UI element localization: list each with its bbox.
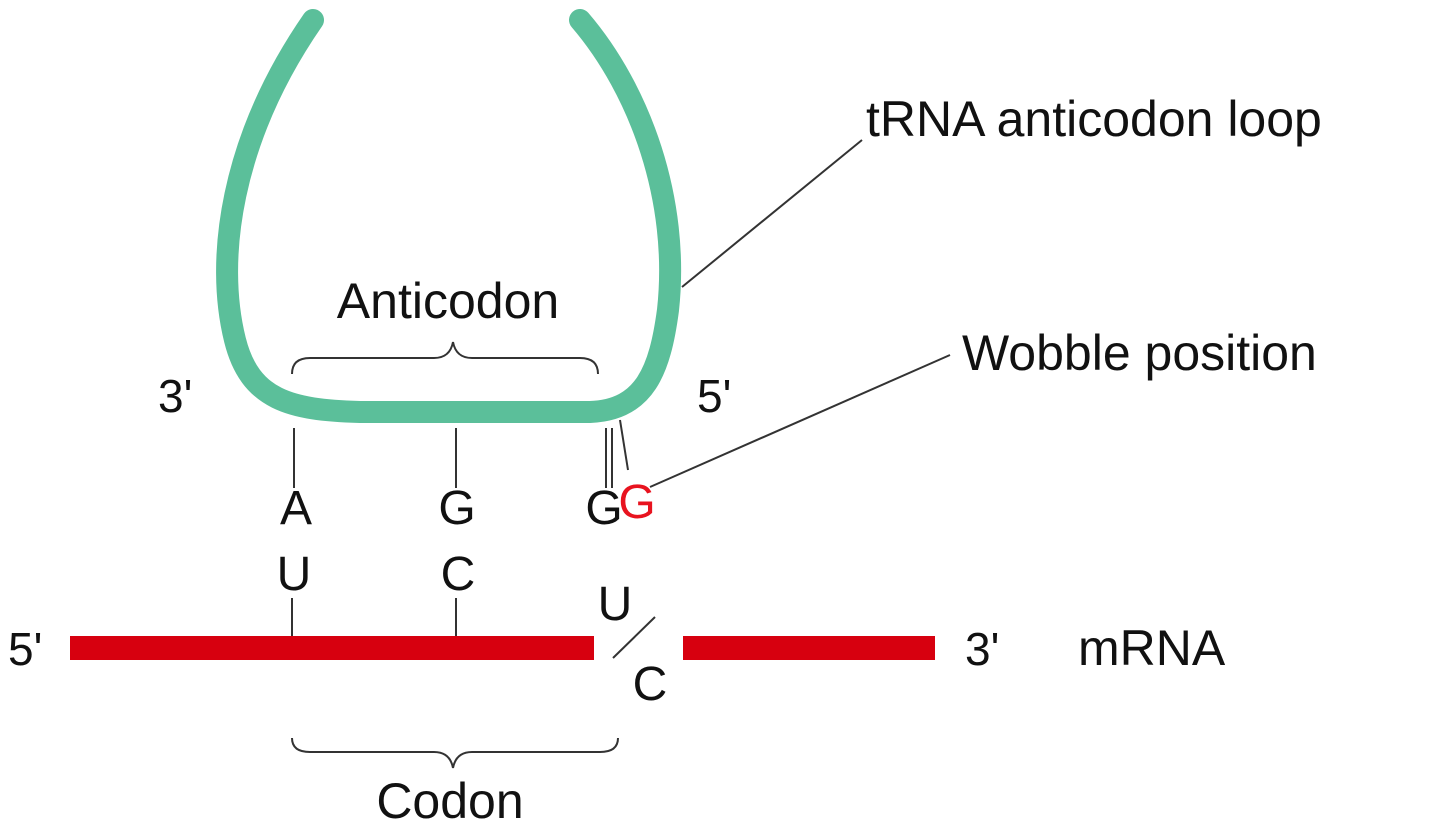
- mrna-strand-right: [683, 636, 935, 660]
- mrna-strand-left: [70, 636, 594, 660]
- codon-base-2: C: [441, 548, 476, 601]
- trna-loop-strand: [216, 9, 682, 423]
- wobble-base: G: [618, 476, 655, 529]
- mrna-kink-line: [612, 616, 656, 659]
- trna-anticodon-loop-label: tRNA anticodon loop: [866, 91, 1322, 147]
- wobble-leader-line: [649, 354, 951, 488]
- anticodon-label: Anticodon: [337, 273, 559, 329]
- codon-base-3-mismatch: C: [633, 658, 668, 711]
- trna-leader-line: [681, 139, 863, 288]
- wobble-position-label: Wobble position: [962, 325, 1317, 381]
- wobble-pair-line: [619, 419, 629, 471]
- trna-5-prime-label: 5': [697, 370, 731, 422]
- mrna-5-prime-label: 5': [8, 623, 42, 675]
- mrna-3-prime-label: 3': [965, 623, 999, 675]
- codon-base-1: U: [277, 548, 312, 601]
- codon-label: Codon: [376, 773, 523, 829]
- pairing-lines: [291, 419, 656, 659]
- anticodon-base-1: A: [280, 482, 312, 535]
- codon-brace: [291, 737, 619, 769]
- mrna-label: mRNA: [1078, 620, 1226, 676]
- anticodon-base-2: G: [438, 482, 475, 535]
- anticodon-brace: [291, 341, 599, 375]
- anticodon-base-3: G: [585, 482, 622, 535]
- codon-base-3: U: [598, 578, 633, 631]
- trna-3-prime-label: 3': [158, 370, 192, 422]
